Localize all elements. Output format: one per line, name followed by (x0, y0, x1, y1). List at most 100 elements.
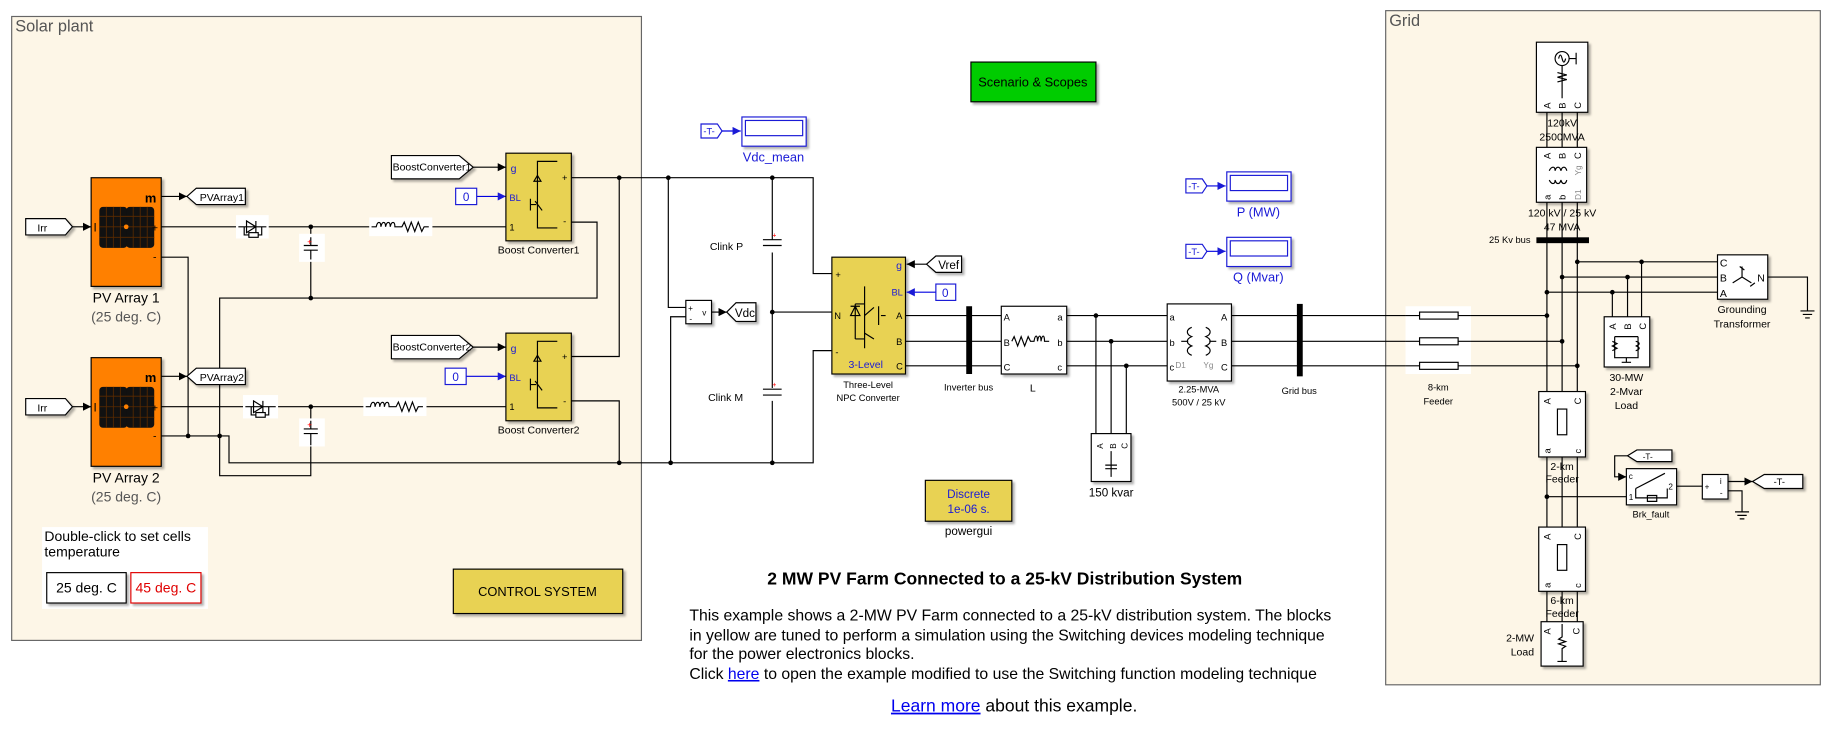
gt-label-2: Transformer (1714, 318, 1771, 330)
breaker-fault[interactable]: c 1 2 Brk_fault (1625, 468, 1678, 520)
control-system-block[interactable]: CONTROL SYSTEM (452, 568, 624, 615)
inverter-bus[interactable]: Inverter bus (944, 306, 994, 392)
scenario-scopes-button[interactable]: Scenario & Scopes (970, 61, 1097, 103)
grid-bus[interactable]: Grid bus (1282, 303, 1318, 396)
pv-array-2-temp: (25 deg. C) (91, 488, 161, 504)
pv-array-1-block[interactable]: m I + - PV Array 1 (25 deg. C) (90, 177, 162, 325)
load-30mw[interactable]: A B C 30-MW 2-Mvar Load (1603, 316, 1651, 412)
current-measurement[interactable]: + - i (1701, 473, 1729, 500)
constant-zero-2[interactable]: 0 (444, 367, 467, 386)
feeder-8km[interactable]: 8-km Feeder (1405, 306, 1471, 406)
temperature-panel: Double-click to set cells temperature 25… (42, 527, 208, 609)
grid-title: Grid (1389, 12, 1420, 30)
port-c-out: c (1057, 363, 1062, 373)
port-plus: + (562, 352, 567, 362)
rl-branch-2-icon[interactable] (363, 397, 427, 417)
pvarray1-goto-tag[interactable]: PVArray1 (186, 187, 246, 206)
feeder2-label-2: Feeder (1545, 474, 1579, 486)
pv-array-2-name: PV Array 2 (93, 470, 160, 486)
scope-vdc-mean[interactable]: -T- Vdc_mean (700, 116, 807, 164)
port-B: B (1221, 338, 1227, 348)
port-b: B (1720, 273, 1727, 285)
rl-branch-1-icon[interactable] (369, 217, 433, 237)
port-a: A (896, 311, 903, 321)
clink-p-label: Clink P (710, 241, 743, 253)
transformer-2-25mva[interactable]: a b c A B C D1 Yg 2.25-MVA 500V / 25 kV (1166, 303, 1233, 408)
transformer-47mva[interactable]: A B C a b D1 Yg 120 kV / 25 kV 47 MVA (1528, 146, 1596, 233)
port-a: A (1096, 443, 1105, 449)
diode-1-block[interactable] (236, 215, 269, 239)
feeder-6km[interactable]: A C a c 6-km Feeder (1538, 526, 1587, 620)
npc-bl-constant[interactable]: 0 (906, 283, 957, 301)
powergui-label: powergui (945, 525, 992, 538)
feeder-2km[interactable]: A C a c 2-km Feeder (1538, 390, 1587, 486)
learn-more-link[interactable]: Learn more (891, 696, 981, 716)
port-plus: + (152, 402, 158, 414)
load-2mw[interactable]: A C 2-MW Load (1506, 621, 1584, 667)
tag-label: PVArray1 (200, 192, 244, 204)
constant-zero-1[interactable]: 0 (455, 187, 478, 206)
inductor-l-block[interactable]: A B C a b c L (1000, 305, 1068, 395)
description-annotation: 2 MW PV Farm Connected to a 25-kV Distri… (689, 568, 1331, 715)
port-minus: - (153, 252, 157, 264)
port-b: B (1109, 443, 1118, 449)
irr-from-tag-1[interactable]: Irr (25, 218, 74, 236)
irr-from-tag-2[interactable]: Irr (25, 397, 74, 416)
capacitor-1-icon[interactable]: + (299, 233, 325, 262)
irr-tag-label: Irr (37, 222, 47, 234)
xfmr-label-2: 47 MVA (1544, 221, 1581, 233)
line4-pre: Click (689, 666, 728, 683)
boost-converter-1-block[interactable]: g BL 1 + - Boost Converter1 (498, 152, 580, 257)
port-C: C (1221, 363, 1228, 373)
pvarray2-goto-tag[interactable]: PVArray2 (186, 367, 246, 386)
gt-label-1: Grounding (1718, 304, 1767, 316)
voltage-measurement-block[interactable]: + - v (685, 299, 713, 325)
powergui-step: 1e-06 s. (947, 503, 989, 516)
capacitor-bank-150kvar[interactable]: A B C 150 kvar (1089, 433, 1134, 500)
xfmr-label-1: 120 kV / 25 kV (1528, 207, 1596, 219)
svg-text:+: + (772, 382, 776, 389)
port-a-out: a (1542, 582, 1552, 588)
breaker-from-tag[interactable]: -T- (1626, 449, 1673, 463)
temp-25-button[interactable]: 25 deg. C (46, 572, 127, 604)
port-b: b (1170, 338, 1175, 348)
grounding-transformer[interactable]: C B A N Grounding Transformer (1714, 254, 1771, 330)
fault-current-goto-tag[interactable]: -T- (1751, 473, 1804, 490)
xfmr-label-2: 500V / 25 kV (1172, 398, 1226, 408)
bc2-name: Boost Converter2 (498, 425, 580, 437)
port-B: B (1558, 153, 1568, 159)
display-q-mvar[interactable]: -T- Q (Mvar) (1185, 236, 1292, 285)
description-line-4: Click here to open the example modified … (689, 666, 1317, 683)
powergui-block[interactable]: Discrete 1e-06 s. powergui (924, 479, 1013, 538)
port-plus: + (688, 304, 693, 313)
temp-45-button[interactable]: 45 deg. C (130, 572, 202, 604)
temp-25-label: 25 deg. C (56, 579, 117, 595)
port-minus: - (563, 216, 566, 226)
vdc-goto-tag[interactable]: Vdc (725, 302, 757, 323)
capacitor-2-icon[interactable]: + (299, 418, 325, 447)
port-minus: - (689, 314, 692, 323)
const-value: 0 (463, 191, 470, 204)
scenario-label: Scenario & Scopes (978, 75, 1087, 90)
description-line-3: for the power electronics blocks. (689, 646, 914, 663)
port-bl: BL (509, 193, 520, 203)
diode-2-block[interactable] (243, 395, 279, 419)
source-120kv[interactable]: A B C 120kV 2500MVA (1535, 41, 1589, 143)
boostconverter1-from-tag[interactable]: BoostConverter1 (390, 154, 475, 180)
pv-array-2-block[interactable]: m I + - PV Array 2 (25 deg. C) (90, 357, 162, 505)
feeder6-label-1: 6-km (1550, 595, 1574, 607)
here-link[interactable]: here (728, 666, 760, 683)
boost-converter-2-block[interactable]: g BL 1 + - Boost Converter2 (498, 332, 580, 437)
load30-label-3: Load (1615, 400, 1639, 412)
boostconverter2-from-tag[interactable]: BoostConverter2 (390, 334, 475, 360)
port-1: 1 (1629, 493, 1634, 502)
clink-p-capacitor[interactable]: + Clink P (710, 232, 782, 253)
bus-25kv[interactable]: 25 Kv bus (1489, 235, 1589, 245)
port-b: b (1558, 195, 1568, 200)
display-p-mw[interactable]: -T- P (MW) (1185, 171, 1292, 219)
port-a: A (1542, 628, 1552, 635)
npc-converter-block[interactable]: + N - g BL A B C 3-Level Three-Level NPC… (831, 256, 907, 403)
vref-from-tag[interactable]: Vref (906, 255, 963, 273)
clink-m-capacitor[interactable]: + Clink M (708, 382, 782, 404)
